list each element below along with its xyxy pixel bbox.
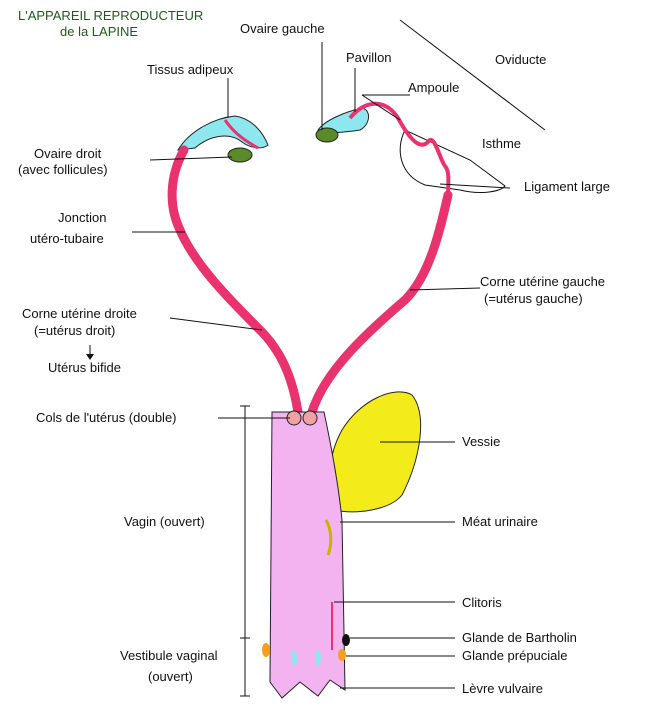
label-ovaire-gauche: Ovaire gauche: [240, 21, 325, 36]
leader-ligament: [439, 183, 511, 189]
leader-oviducte: [399, 19, 546, 131]
urinary-meatus: [324, 519, 333, 556]
label-tissus-adipeux: Tissus adipeux: [147, 62, 234, 77]
vagina: [269, 411, 346, 699]
preputial-gland: [338, 649, 346, 661]
cervix-left: [302, 410, 318, 426]
label-ovaire-droit-2: (avec follicules): [18, 162, 108, 177]
label-ovaire-droit-1: Ovaire droit: [34, 146, 102, 161]
left-gland: [262, 643, 270, 657]
label-corne-droite-1: Corne utérine droite: [22, 306, 137, 321]
label-bartholin: Glande de Bartholin: [462, 630, 577, 645]
label-corne-gauche-1: Corne utérine gauche: [480, 274, 605, 289]
uterine-horn-right: [167, 145, 303, 417]
ovary-right: [227, 147, 253, 163]
label-oviducte: Oviducte: [495, 52, 546, 67]
label-uterus-bifide: Utérus bifide: [48, 360, 121, 375]
title-line2: de la LAPINE: [60, 24, 138, 39]
leader-ovaire-droit: [149, 156, 233, 161]
ovary-left: [315, 127, 339, 143]
label-ligament-large: Ligament large: [524, 179, 610, 194]
label-preputiale: Glande prépuciale: [462, 648, 568, 663]
label-pavillon: Pavillon: [346, 50, 392, 65]
label-corne-droite-2: (=utérus droit): [34, 323, 115, 338]
uterine-horn-left: [307, 190, 453, 417]
label-clitoris: Clitoris: [462, 595, 502, 610]
label-vestibule-1: Vestibule vaginal: [120, 648, 218, 663]
vestibule-mark-1: [291, 650, 297, 666]
bladder: [328, 391, 422, 513]
label-jonction-2: utéro-tubaire: [30, 231, 104, 246]
label-isthme: Isthme: [482, 136, 521, 151]
label-levre: Lèvre vulvaire: [462, 681, 543, 696]
leader-ampoule-b: [361, 94, 401, 121]
uterus-arrow-head: [86, 354, 94, 360]
label-corne-gauche-2: (=utérus gauche): [484, 291, 583, 306]
vestibule-mark-2: [315, 650, 321, 666]
label-jonction-1: Jonction: [58, 210, 106, 225]
oviduct-right: [223, 119, 259, 150]
label-cols: Cols de l'utérus (double): [36, 410, 177, 425]
label-vessie: Vessie: [462, 434, 500, 449]
oviduct-left: [348, 101, 451, 199]
label-vagin: Vagin (ouvert): [124, 514, 205, 529]
label-vestibule-2: (ouvert): [148, 669, 193, 684]
leader-corne-gauche: [409, 287, 481, 291]
bartholin-gland: [342, 634, 350, 646]
label-meat: Méat urinaire: [462, 514, 538, 529]
label-ampoule: Ampoule: [408, 80, 459, 95]
title-line1: L'APPAREIL REPRODUCTEUR: [18, 8, 203, 23]
leader-corne-droite: [169, 317, 263, 331]
